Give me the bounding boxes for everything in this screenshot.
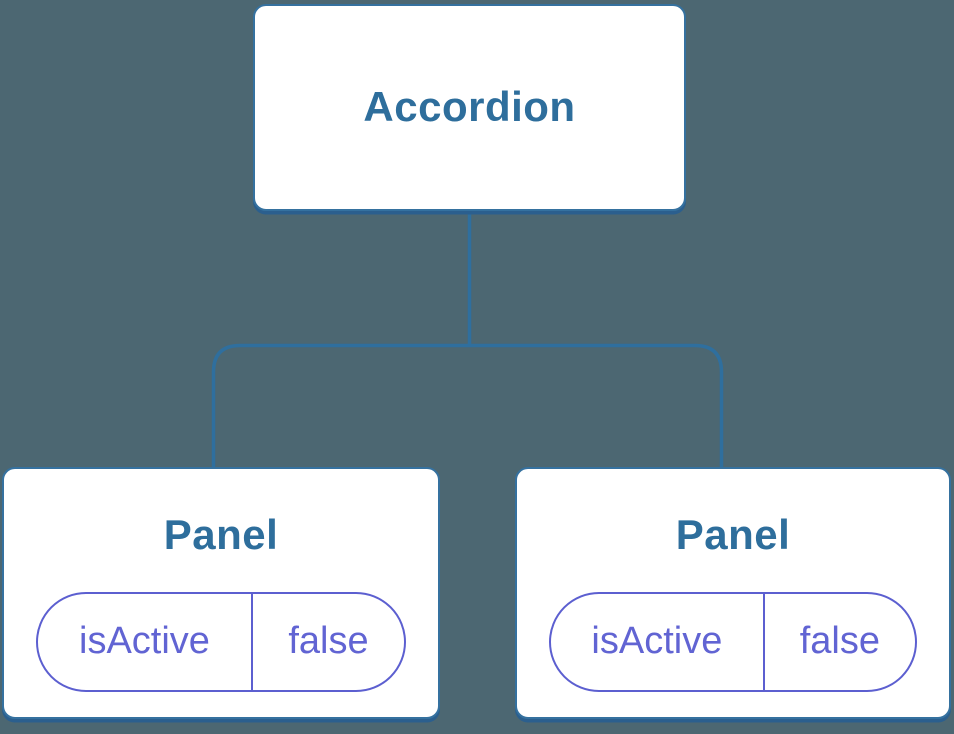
panel-node-left-label: Panel: [163, 511, 279, 558]
panel-left-state-pill: isActive false: [36, 591, 406, 692]
accordion-node-label: Accordion: [363, 83, 576, 131]
panel-right-state-value: false: [799, 620, 881, 662]
panel-node-right: Panel isActive false: [515, 467, 951, 719]
accordion-node: Accordion: [253, 4, 686, 211]
panel-node-left: Panel isActive false: [2, 467, 440, 719]
panel-left-state-name: isActive: [38, 593, 253, 690]
panel-right-state-pill: isActive false: [549, 591, 917, 692]
panel-node-right-label: Panel: [675, 511, 791, 558]
panel-right-state-name: isActive: [551, 593, 765, 690]
panel-left-state-value: false: [288, 620, 369, 662]
parent-child-connector-path: [211, 205, 724, 478]
